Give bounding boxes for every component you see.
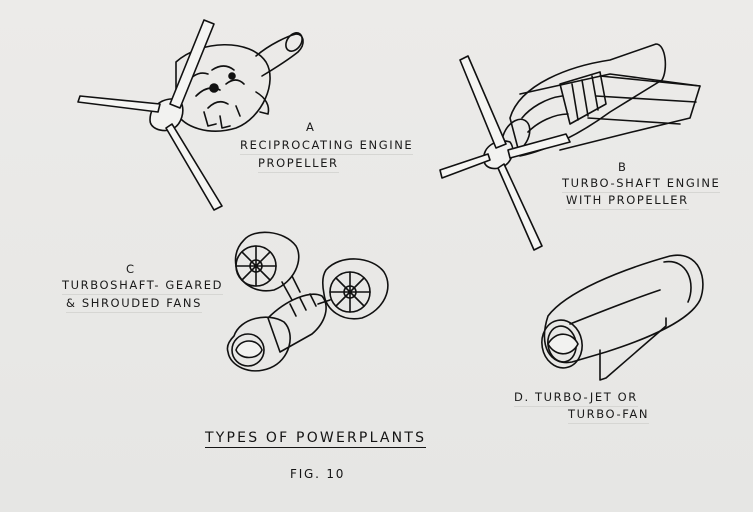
shrouded-fans-drawing [226,231,389,372]
turboshaft-engine-drawing [439,43,701,251]
label-a-line2: Propeller [258,156,339,173]
turbojet-nacelle-drawing [541,254,704,381]
label-c-letter: C [126,262,136,276]
label-a-letter: A [306,120,316,134]
label-b-line1: Turbo-Shaft Engine [562,176,721,193]
label-c-line1: Turboshaft- Geared [62,278,224,295]
reciprocating-engine-drawing [77,19,304,211]
label-b-line2: With Propeller [566,193,689,210]
label-d-line2: Turbo-Fan [568,407,650,424]
label-d-line1: D. Turbo-Jet or [514,390,638,407]
label-c-line2: & Shrouded Fans [66,296,202,313]
label-b-letter: B [618,160,628,174]
drawing-title: TYPES OF POWERPLANTS [205,430,427,448]
label-a-line1: Reciprocating Engine [240,138,414,155]
figure-number: FIG. 10 [290,467,346,481]
